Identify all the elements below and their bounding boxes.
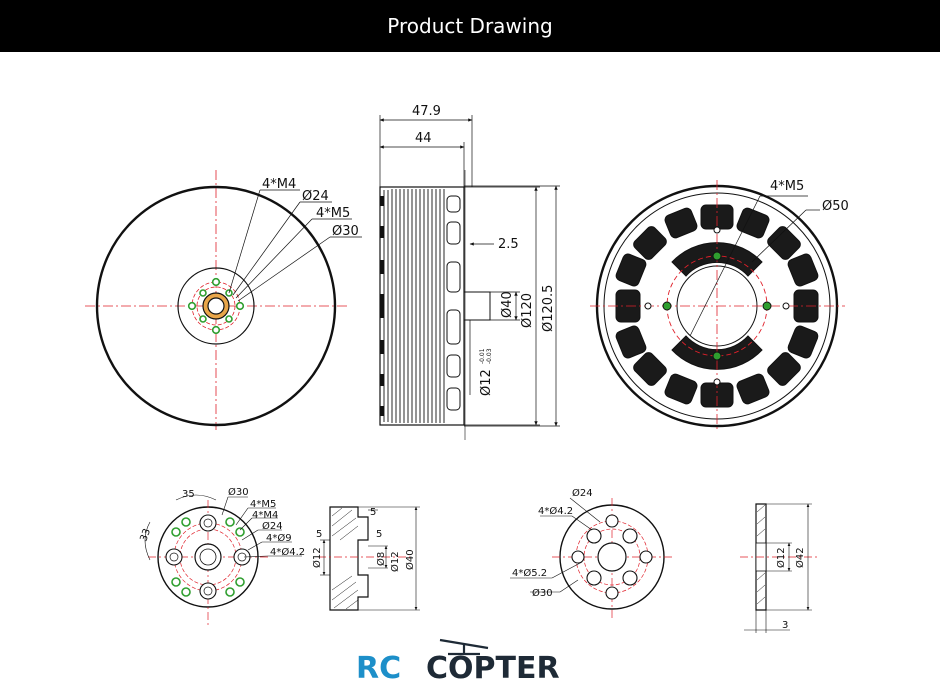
front-label-d30: Ø30 xyxy=(332,224,359,239)
side-dim-47-9: 47.9 xyxy=(412,104,441,119)
front-view: 4*M4 Ø24 4*M5 Ø30 xyxy=(85,170,362,430)
mount-center-bore xyxy=(194,543,222,571)
front-leaders xyxy=(228,189,362,302)
side-dim-d40: Ø40 xyxy=(500,291,515,318)
prop-label-4d5-2: 4*Ø5.2 xyxy=(512,567,547,579)
side-tol-lower: -0.03 xyxy=(486,348,493,364)
mount-ang-33: 33 xyxy=(138,527,153,543)
back-label-4m5: 4*M5 xyxy=(770,179,804,194)
prop-leaders xyxy=(510,497,601,593)
mount-side-dim-d8: Ø8 xyxy=(375,552,387,566)
mount-side-dim-5a: 5 xyxy=(370,507,376,518)
back-holes xyxy=(662,251,772,361)
front-holes xyxy=(187,277,245,335)
prop-label-4d4-2: 4*Ø4.2 xyxy=(538,505,573,517)
prop-holes xyxy=(571,514,653,600)
mount-ang-35: 35 xyxy=(182,489,195,500)
back-small-holes xyxy=(644,226,790,386)
side-dim-2-5: 2.5 xyxy=(498,237,519,252)
mount-label-4d9: 4*Ø9 xyxy=(266,532,292,544)
back-outer-slots xyxy=(615,204,819,408)
mount-label-4d4-2: 4*Ø4.2 xyxy=(270,546,305,558)
mount-label-d30: Ø30 xyxy=(228,486,249,498)
page-title: Product Drawing xyxy=(387,14,553,38)
helicopter-icon xyxy=(439,638,489,656)
side-shaft xyxy=(463,291,491,321)
mount-front-view: 35 33 Ø30 4*M5 4*M4 Ø24 4*Ø9 4*Ø4.2 xyxy=(138,486,305,625)
logo-rc-text: RC xyxy=(356,651,401,686)
prop-side-dim-d42: Ø42 xyxy=(794,547,806,568)
prop-side-hatch xyxy=(756,504,766,605)
mount-big-holes xyxy=(165,514,251,600)
front-hub xyxy=(177,267,255,345)
mount-big-holes-inner xyxy=(169,518,247,596)
side-dim-d120-5: Ø120.5 xyxy=(541,285,556,332)
side-view: 47.9 44 2.5 Ø40 Ø120 Ø120.5 Ø12 -0.01 -0… xyxy=(379,104,560,440)
mount-side-dim-d12: Ø12 xyxy=(311,547,323,568)
prop-front-view: Ø24 4*Ø4.2 4*Ø5.2 Ø30 xyxy=(510,487,672,618)
back-label-d50: Ø50 xyxy=(822,199,849,214)
back-view: 4*M5 Ø50 xyxy=(590,179,849,432)
side-dim-d12: Ø12 xyxy=(479,369,494,396)
side-dim-lines xyxy=(379,115,560,427)
product-drawing: 4*M4 Ø24 4*M5 Ø30 xyxy=(85,104,849,686)
back-leaders xyxy=(689,195,820,337)
side-left-notches xyxy=(380,196,384,416)
prop-side-view: Ø12 Ø42 3 xyxy=(740,503,820,633)
mount-label-4m4: 4*M4 xyxy=(252,510,278,521)
header-bar: Product Drawing xyxy=(0,0,940,52)
side-dim-44: 44 xyxy=(415,131,432,146)
mount-side-view: 5 5 5 Ø12 Ø8 Ø12 Ø40 xyxy=(311,506,420,611)
side-vents xyxy=(446,195,461,411)
rc-copter-logo: RC COPTER xyxy=(356,638,560,686)
mount-side-dim-5b: 5 xyxy=(316,529,322,540)
mount-side-dim-5c: 5 xyxy=(376,529,382,540)
front-pcd-24 xyxy=(196,286,236,326)
prop-side-dim-d12: Ø12 xyxy=(775,547,787,568)
mount-side-hatch xyxy=(331,507,359,610)
mount-label-d24: Ø24 xyxy=(262,520,283,532)
side-tol-upper: -0.01 xyxy=(479,348,486,364)
mount-side-dim-d40: Ø40 xyxy=(404,549,416,570)
mount-leaders xyxy=(144,494,302,561)
prop-side-dims xyxy=(744,503,812,633)
mount-green-holes xyxy=(171,517,245,597)
prop-label-d30: Ø30 xyxy=(532,587,553,599)
prop-center-bore xyxy=(597,542,627,572)
front-label-4m4: 4*M4 xyxy=(262,177,296,192)
mount-side-section xyxy=(329,506,369,611)
prop-label-d24: Ø24 xyxy=(572,487,593,499)
front-shaft-bore xyxy=(207,297,225,315)
mount-side-dims xyxy=(320,506,420,611)
front-outer-rim xyxy=(95,185,337,427)
front-label-d24: Ø24 xyxy=(302,189,329,204)
prop-side-dim-3: 3 xyxy=(782,620,788,631)
front-label-4m5: 4*M5 xyxy=(316,206,350,221)
mount-side-dim-d12-tol: Ø12 xyxy=(389,551,401,572)
mount-label-4m5: 4*M5 xyxy=(250,499,276,510)
side-dim-d120: Ø120 xyxy=(520,293,535,328)
logo-copter-text: COPTER xyxy=(426,651,560,686)
